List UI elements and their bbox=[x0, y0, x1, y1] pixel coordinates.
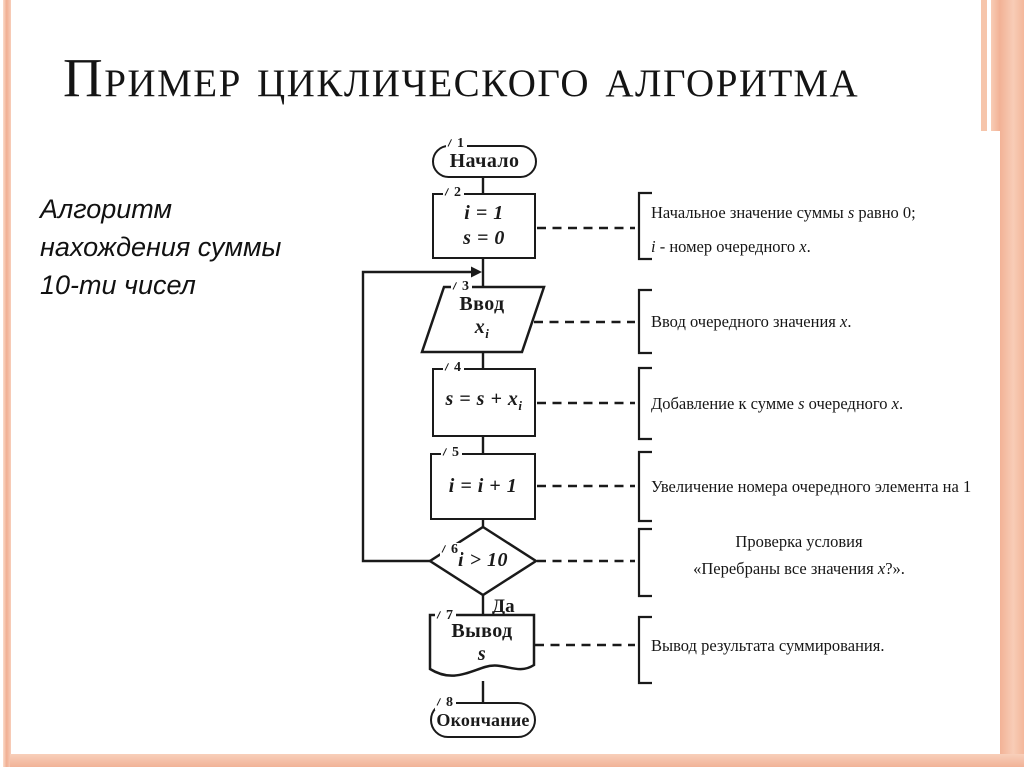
annotation-2-text: Ввод очередного значения x. bbox=[651, 312, 852, 331]
block-number-1: 1 bbox=[446, 137, 467, 151]
block-number-4: 4 bbox=[443, 361, 464, 375]
annotation-bracket-5 bbox=[637, 527, 652, 598]
decor-bar-right-narrow bbox=[981, 0, 987, 131]
annotation-3-text: Добавление к сумме s очередного x. bbox=[651, 394, 904, 413]
annotation-bracket-4 bbox=[637, 450, 652, 523]
description-line: Алгоритм bbox=[40, 194, 172, 224]
annotation-bracket-3 bbox=[637, 366, 652, 441]
init-line-2: s = 0 bbox=[463, 227, 505, 249]
sum-expression: s = s + xi bbox=[445, 388, 523, 413]
increment-block: i = i + 1 bbox=[430, 453, 536, 520]
block-number-7: 7 bbox=[435, 609, 456, 623]
init-line-1: i = 1 bbox=[464, 202, 504, 224]
annotation-4-text: Увеличение номера очередного элемента на… bbox=[651, 477, 972, 496]
block-number-8: 8 bbox=[435, 696, 456, 710]
input-block-shape bbox=[420, 285, 546, 354]
algorithm-description: Алгоритм нахождения суммы 10-ти чисел bbox=[40, 190, 281, 304]
decor-bar-right-main bbox=[1000, 0, 1024, 767]
increment-expression: i = i + 1 bbox=[448, 475, 518, 497]
condition-diamond-shape bbox=[427, 525, 539, 597]
annotation-bracket-2 bbox=[637, 288, 652, 355]
start-node-label: Начало bbox=[449, 150, 520, 172]
yes-branch-label: Да bbox=[492, 596, 515, 617]
block-number-3: 3 bbox=[451, 280, 472, 294]
annotation-5-text: Проверка условия«Перебраны все значения … bbox=[693, 532, 905, 578]
annotation-6-text: Вывод результата суммирования. bbox=[651, 636, 885, 655]
decor-bar-left bbox=[3, 0, 11, 767]
decor-bar-bottom bbox=[10, 754, 1024, 767]
loop-arrowhead bbox=[471, 266, 482, 278]
init-block: i = 1 s = 0 bbox=[432, 193, 536, 259]
annotation-1-text: Начальное значение суммы s равно 0;i - н… bbox=[651, 203, 916, 256]
description-line: 10-ти чисел bbox=[40, 270, 196, 300]
page-title: Пример циклического алгоритма bbox=[63, 47, 860, 108]
block-number-6: 6 bbox=[440, 543, 461, 557]
output-block-shape bbox=[428, 613, 536, 677]
loop-arrow bbox=[361, 270, 471, 563]
block-number-5: 5 bbox=[441, 446, 462, 460]
sum-block: s = s + xi bbox=[432, 368, 536, 437]
decor-bar-right-top bbox=[991, 0, 1000, 131]
block-number-2: 2 bbox=[443, 186, 464, 200]
annotation-bracket-6 bbox=[637, 615, 652, 685]
description-line: нахождения суммы bbox=[40, 232, 282, 262]
end-node-label: Окончание bbox=[436, 709, 530, 730]
annotation-bracket-1 bbox=[637, 191, 652, 261]
